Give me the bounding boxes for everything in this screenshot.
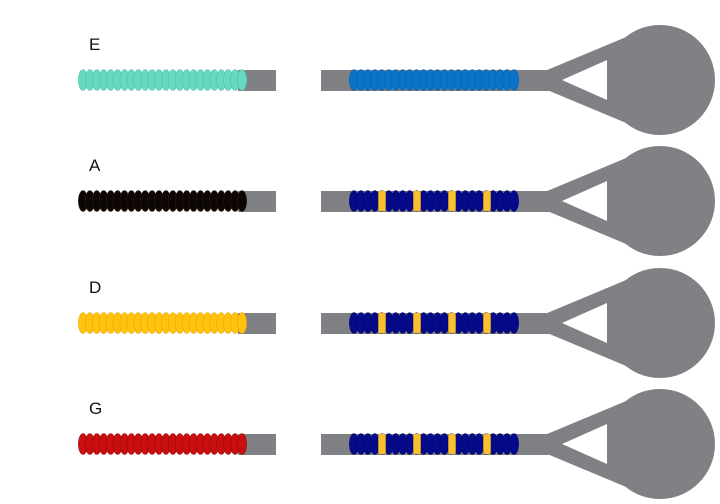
- row-label-g: G: [89, 399, 102, 418]
- left-bead-g: [237, 433, 247, 455]
- marker-d: [378, 312, 386, 334]
- loop-g: [540, 389, 715, 499]
- left-strand-a: [78, 190, 276, 212]
- marker-g: [483, 433, 491, 455]
- right-bead-g: [509, 433, 519, 455]
- marker-d: [413, 312, 421, 334]
- marker-a: [378, 190, 386, 212]
- row-label-d: D: [89, 278, 101, 297]
- loop-hole-d: [562, 303, 607, 343]
- row-d: D: [78, 268, 715, 378]
- left-strand-d: [78, 312, 276, 334]
- loop-hole-g: [562, 424, 607, 464]
- loop-knob-g: [605, 389, 715, 499]
- marker-g: [378, 433, 386, 455]
- left-rod-g: [238, 434, 276, 455]
- row-a: A: [78, 146, 715, 256]
- marker-a: [413, 190, 421, 212]
- left-strand-e: [78, 69, 276, 91]
- marker-g: [448, 433, 456, 455]
- row-g: G: [78, 389, 715, 499]
- loop-knob-e: [605, 25, 715, 135]
- loop-e: [540, 25, 715, 135]
- left-bead-d: [237, 312, 247, 334]
- row-label-a: A: [89, 156, 101, 175]
- right-bead-a: [509, 190, 519, 212]
- loop-a: [540, 146, 715, 256]
- left-strand-g: [78, 433, 276, 455]
- row-e: E: [78, 25, 715, 135]
- left-rod-d: [238, 313, 276, 334]
- loop-knob-a: [605, 146, 715, 256]
- loop-d: [540, 268, 715, 378]
- right-bead-d: [509, 312, 519, 334]
- loop-hole-a: [562, 181, 607, 221]
- right-strand-g: [321, 433, 556, 455]
- right-bead-e: [509, 69, 519, 91]
- row-label-e: E: [89, 35, 100, 54]
- marker-d: [448, 312, 456, 334]
- left-bead-e: [237, 69, 247, 91]
- left-bead-a: [237, 190, 247, 212]
- left-rod-e: [238, 70, 276, 91]
- marker-g: [413, 433, 421, 455]
- right-strand-e: [321, 69, 556, 91]
- marker-a: [483, 190, 491, 212]
- marker-d: [483, 312, 491, 334]
- right-strand-a: [321, 190, 556, 212]
- right-strand-d: [321, 312, 556, 334]
- loop-knob-d: [605, 268, 715, 378]
- left-rod-a: [238, 191, 276, 212]
- marker-a: [448, 190, 456, 212]
- loop-hole-e: [562, 60, 607, 100]
